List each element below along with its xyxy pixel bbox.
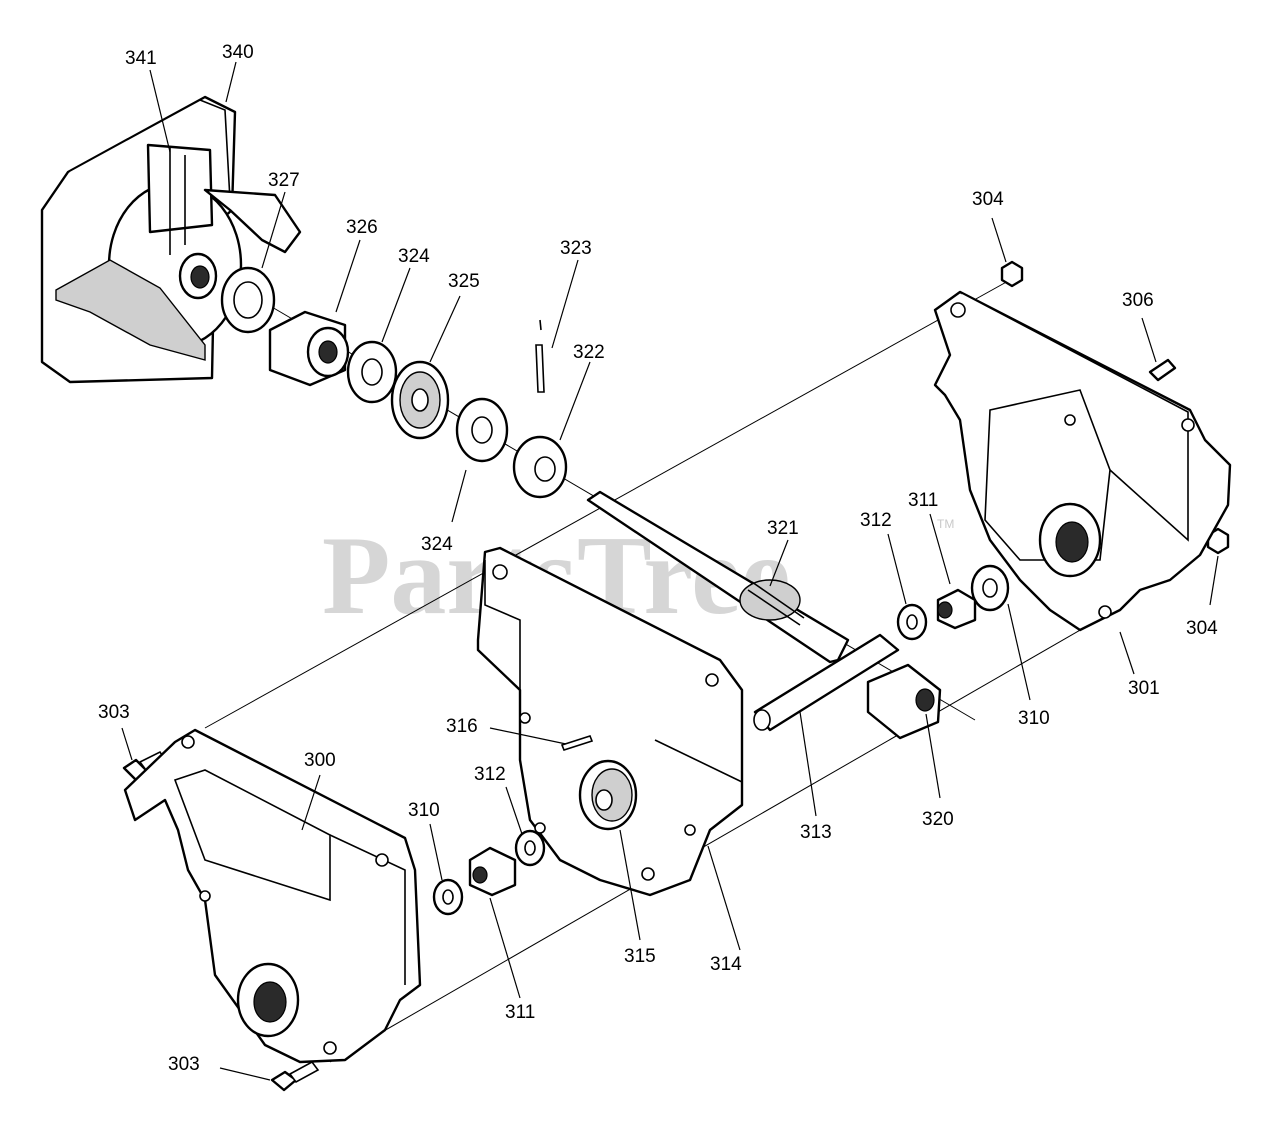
nut-304-b: [1206, 527, 1230, 555]
spacer-322: [512, 435, 568, 499]
washer-324-b: [455, 397, 509, 463]
washer-310-b: [432, 878, 464, 916]
callout-327: 327: [268, 170, 300, 191]
bushing-326: [268, 310, 350, 387]
washer-327: [220, 266, 276, 334]
washer-312-a: [896, 603, 928, 641]
bolt-303-b: [270, 1060, 320, 1092]
callout-326: 326: [346, 217, 378, 238]
callout-310-right: 310: [1018, 708, 1050, 729]
callout-324-top: 324: [398, 246, 430, 267]
callout-304-right: 304: [1186, 618, 1218, 639]
callout-304-top: 304: [972, 189, 1004, 210]
nut-304-a: [1000, 260, 1024, 288]
callout-340: 340: [222, 42, 254, 63]
callout-311-left: 311: [505, 1002, 535, 1023]
grease-fitting-306: [1148, 358, 1177, 382]
callout-312-right: 312: [860, 510, 892, 531]
callout-313: 313: [800, 822, 832, 843]
key-316: [560, 735, 594, 751]
callout-324-bottom: 324: [421, 534, 453, 555]
watermark-tm: TM: [937, 517, 954, 531]
washer-310-a: [970, 564, 1010, 612]
callout-325: 325: [448, 271, 480, 292]
roll-pin-323: [535, 319, 545, 393]
bushing-320: [866, 663, 942, 740]
callout-315: 315: [624, 946, 656, 967]
leader-lines: [121, 61, 1219, 1081]
worm-shaft-321: [586, 490, 850, 664]
gear-case-left-300: [123, 728, 422, 1064]
callout-300: 300: [304, 750, 336, 771]
chute-housing-340: [40, 95, 302, 384]
callout-320: 320: [922, 809, 954, 830]
callout-303-top: 303: [98, 702, 130, 723]
callout-314: 314: [710, 954, 742, 975]
callout-301: 301: [1128, 678, 1160, 699]
callout-322: 322: [573, 342, 605, 363]
callout-321: 321: [767, 518, 799, 539]
callout-312-left: 312: [474, 764, 506, 785]
callout-341: 341: [125, 48, 157, 69]
bearing-311-b: [468, 846, 517, 897]
star-washer-325: [390, 360, 450, 440]
washer-312-b: [514, 829, 546, 867]
callout-310-left: 310: [408, 800, 440, 821]
shaft-313: [753, 633, 900, 732]
callout-311-right: 311: [908, 490, 938, 511]
callout-316: 316: [446, 716, 478, 737]
callout-labels: 341 340 327 326 324 325 323 322 324 304 …: [98, 42, 1218, 1075]
gear-315: [578, 759, 638, 831]
gear-case-right-301: [933, 290, 1232, 632]
bearing-311-a: [936, 588, 977, 630]
callout-306: 306: [1122, 290, 1154, 311]
plate-314: [476, 546, 744, 897]
callout-323: 323: [560, 238, 592, 259]
callout-303-bottom: 303: [168, 1054, 200, 1075]
washer-324-a: [346, 340, 398, 404]
